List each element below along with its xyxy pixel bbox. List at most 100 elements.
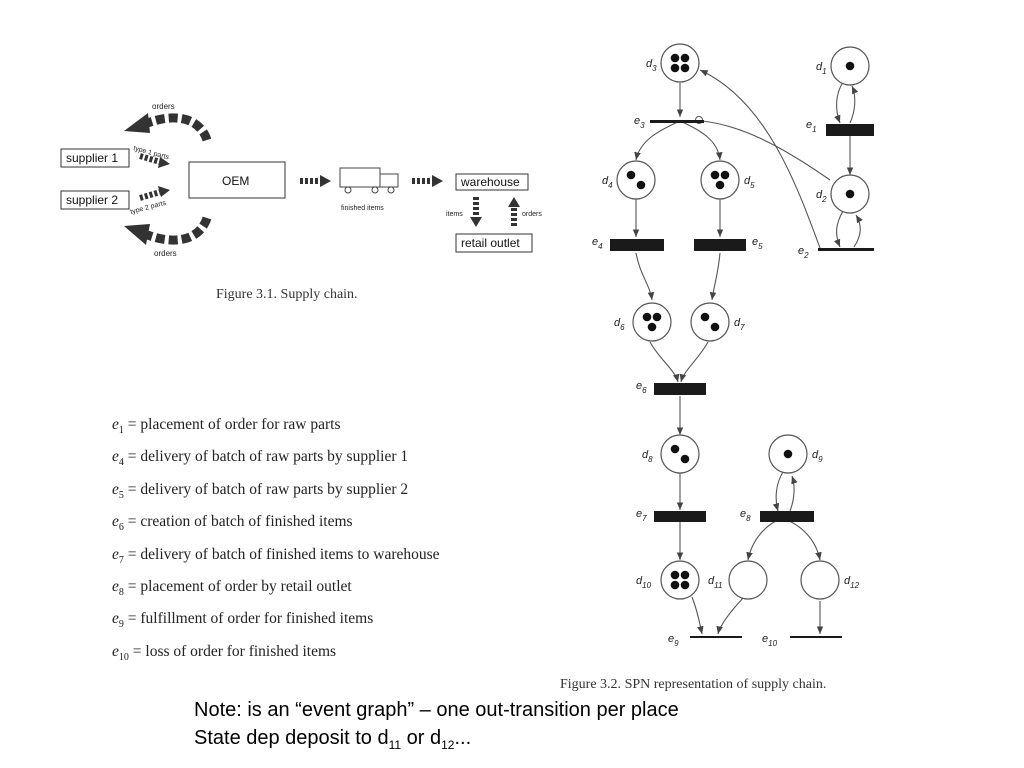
transition-label-e4: e4 [592, 236, 603, 251]
supplier2-label: supplier 2 [66, 193, 118, 207]
token [670, 63, 680, 73]
place-d6 [632, 302, 672, 342]
place-label-d11: d11 [708, 575, 722, 590]
orders-top-arrow [124, 113, 212, 142]
place-d4 [616, 160, 656, 200]
token [845, 189, 855, 199]
legend-item: e7 = delivery of batch of finished items… [112, 545, 440, 566]
place-d10 [660, 560, 700, 600]
orders-up-arrow [508, 197, 520, 226]
place-label-d12: d12 [844, 575, 860, 590]
place-d3 [660, 43, 700, 83]
place-label-d9: d9 [812, 449, 823, 464]
transition-e10 [790, 636, 842, 638]
token [652, 312, 662, 322]
token [783, 449, 793, 459]
transition-label-e10: e10 [762, 633, 778, 648]
place-label-d7: d7 [734, 317, 745, 332]
transition-e8 [760, 511, 814, 522]
token [700, 312, 710, 322]
note-line-2: State dep deposit to d11 or d12... [194, 727, 472, 752]
supply-chain-figure: orders supplier 1 supplier 2 type 1 part… [60, 102, 542, 258]
token [680, 580, 690, 590]
place-label-d6: d6 [614, 317, 625, 332]
place-label-d3: d3 [646, 58, 657, 73]
oem-box [188, 161, 286, 199]
transition-label-e3: e3 [634, 115, 645, 130]
token [680, 570, 690, 580]
token [642, 312, 652, 322]
legend-item: e5 = delivery of batch of raw parts by s… [112, 480, 409, 501]
event-legend: e1 = placement of order for raw parts e4… [112, 412, 440, 671]
transition-label-e1: e1 [806, 119, 817, 134]
place-d11 [728, 560, 768, 600]
transition-e3 [650, 120, 704, 123]
token [670, 444, 680, 454]
orders-side-label: orders [522, 211, 542, 218]
transition-label-e2: e2 [798, 245, 809, 260]
legend-item: e10 = loss of order for finished items [112, 642, 337, 663]
oem-label: OEM [222, 174, 249, 188]
token [636, 180, 646, 190]
token [670, 53, 680, 63]
place-label-d8: d8 [642, 449, 653, 464]
oem-to-truck-arrow [300, 175, 331, 187]
orders-bottom-arrow [124, 216, 212, 245]
transition-e5 [694, 239, 746, 251]
transition-label-e8: e8 [740, 508, 751, 523]
token [680, 53, 690, 63]
place-d7 [690, 302, 730, 342]
token [647, 322, 657, 332]
figure2-caption: Figure 3.2. SPN representation of supply… [560, 677, 827, 692]
token [670, 570, 680, 580]
spn-arcs [632, 69, 863, 635]
legend-item: e9 = fulfillment of order for finished i… [112, 610, 374, 631]
supplier2-box [60, 190, 130, 210]
place-label-d5: d5 [744, 175, 755, 190]
spn-diagram: d3 d1 d2 d4 d5 d6 d7 d8 d9 d10 d11 d12 e1 e2 e3 e4 e5 e6 e… [592, 43, 874, 648]
token [715, 180, 725, 190]
transition-e1 [826, 124, 874, 136]
truck-icon [339, 167, 399, 194]
finished-items-label: finished items [341, 205, 384, 212]
transition-label-e7: e7 [636, 508, 647, 523]
warehouse-box [455, 173, 529, 191]
figure1-caption: Figure 3.1. Supply chain. [216, 287, 358, 302]
transition-e9 [690, 636, 742, 638]
supplier1-label: supplier 1 [66, 151, 118, 165]
legend-item: e4 = delivery of batch of raw parts by s… [112, 448, 409, 469]
retail-outlet-label: retail outlet [461, 236, 520, 250]
truck-to-warehouse-arrow [412, 175, 443, 187]
note-line-1: Note: is an “event graph” – one out-tran… [194, 699, 679, 721]
transition-label-e9: e9 [668, 633, 679, 648]
place-label-d2: d2 [816, 189, 827, 204]
warehouse-label: warehouse [460, 175, 520, 189]
transition-label-e6: e6 [636, 380, 647, 395]
place-d9 [768, 434, 808, 474]
supplier1-box [60, 148, 130, 168]
token [680, 454, 690, 464]
place-d5 [700, 160, 740, 200]
place-label-d10: d10 [636, 575, 652, 590]
token [710, 170, 720, 180]
type1-parts-arrow [139, 153, 170, 168]
note-text: Note: is an “event graph” – one out-tran… [194, 696, 679, 759]
items-down-arrow [470, 197, 482, 227]
legend-item: e1 = placement of order for raw parts [112, 416, 341, 437]
legend-item: e6 = creation of batch of finished items [112, 513, 353, 534]
place-d12 [800, 560, 840, 600]
place-label-d4: d4 [602, 175, 613, 190]
transition-e2 [818, 248, 874, 251]
orders-top-label: orders [152, 102, 175, 111]
transition-e4 [610, 239, 664, 251]
token [680, 63, 690, 73]
place-d1 [830, 46, 870, 86]
transition-label-e5: e5 [752, 236, 763, 251]
place-d8 [660, 434, 700, 474]
items-label: items [446, 211, 463, 218]
token [845, 61, 855, 71]
transition-e7 [654, 511, 706, 522]
retail-outlet-box [455, 233, 533, 253]
place-label-d1: d1 [816, 61, 827, 76]
token [626, 170, 636, 180]
